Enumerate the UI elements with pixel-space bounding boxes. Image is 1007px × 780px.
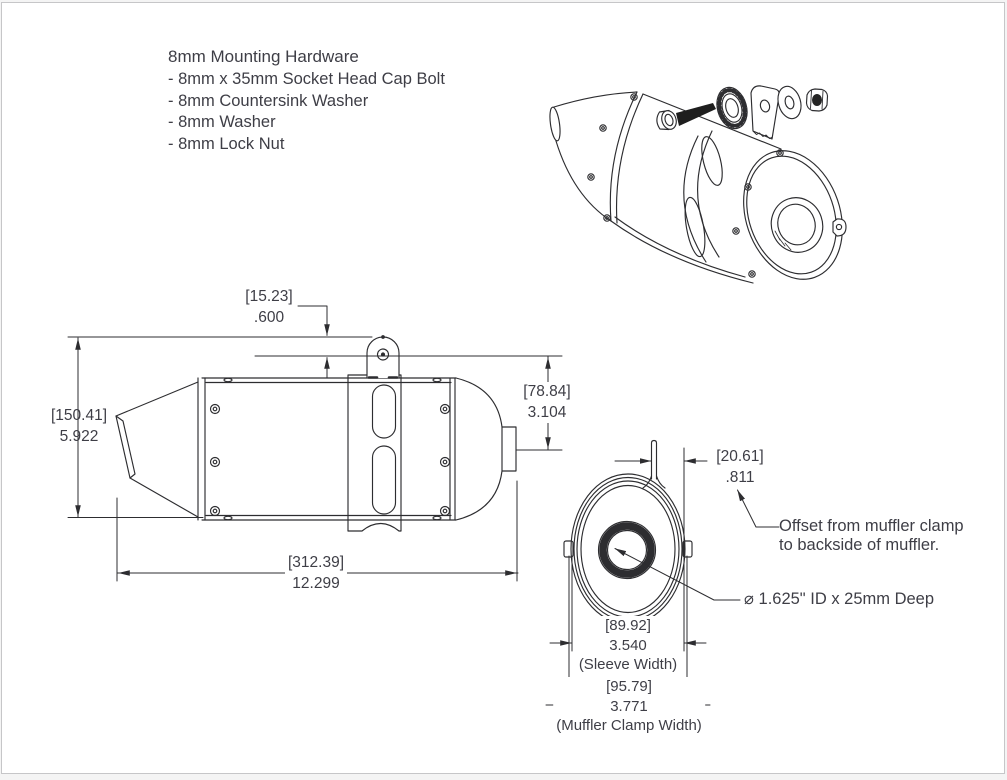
dim-inch: .811	[725, 468, 755, 486]
offset-note-leader	[737, 489, 780, 528]
hardware-list-title: 8mm Mounting Hardware	[168, 47, 359, 66]
iso-outlet	[770, 197, 824, 253]
id-note: ⌀ 1.625" ID x 25mm Deep	[744, 590, 935, 608]
id-note-leader	[614, 548, 741, 601]
dim-metric: [89.92]	[605, 617, 651, 634]
dim-inch: .600	[253, 308, 285, 326]
dim-inch: 3.540	[609, 636, 647, 654]
side-cone	[115, 381, 199, 518]
side-rivets	[209, 403, 451, 517]
iso-washer	[777, 85, 802, 120]
iso-rivets	[587, 93, 784, 278]
side-clamp	[347, 335, 402, 532]
side-bracket-hole	[376, 348, 390, 361]
dim-label: (Muffler Clamp Width)	[556, 717, 702, 734]
dim-bracket-offset: [15.23] .600	[245, 287, 292, 328]
isometric-muffler-view	[549, 85, 847, 284]
dim-clamp-width: [95.79] 3.771 (Muffler Clamp Width)	[553, 677, 705, 736]
dim-metric: [95.79]	[606, 678, 652, 695]
dim-inch: 3.104	[527, 403, 567, 421]
dim-inch: 5.922	[59, 427, 99, 445]
dim-metric: [312.39]	[287, 554, 345, 571]
side-outlet	[501, 426, 517, 472]
dim-metric: [20.61]	[716, 448, 764, 465]
dim-metric: [78.84]	[523, 383, 571, 400]
dim-sleeve-width: [89.92] 3.540 (Sleeve Width)	[575, 616, 681, 675]
iso-bolt	[656, 103, 716, 131]
end-bracket-tab	[650, 439, 658, 480]
dim-overall-length: [312.39] 12.299	[284, 553, 348, 594]
hardware-list-item: - 8mm Lock Nut	[168, 134, 285, 153]
side-body	[201, 377, 457, 521]
iso-clamp-band	[683, 135, 707, 263]
offset-note: Offset from muffler clamp to backside of…	[779, 517, 964, 554]
dim-bracket-offset-lines	[297, 305, 330, 379]
dim-overall-height: [150.41] 5.922	[51, 406, 107, 447]
iso-cone	[553, 91, 638, 108]
dim-metric: [15.23]	[245, 288, 293, 305]
end-outlet-ring	[599, 522, 655, 578]
iso-countersink-washer	[716, 86, 748, 130]
dim-label: (Sleeve Width)	[578, 656, 678, 673]
hardware-list-item: - 8mm x 35mm Socket Head Cap Bolt	[168, 70, 445, 88]
dim-clamp-offset: [20.61] .811	[716, 447, 763, 488]
hardware-list-item: - 8mm Countersink Washer	[168, 91, 369, 110]
side-end-cap	[455, 377, 503, 521]
iso-body	[642, 93, 782, 150]
side-view-muffler	[115, 335, 517, 532]
end-clamp-ring	[570, 473, 686, 625]
iso-end-cap	[743, 150, 843, 280]
end-sleeve-ring	[580, 484, 676, 614]
dim-metric: [150.41]	[50, 407, 108, 424]
dim-inch: 3.771	[610, 697, 648, 715]
dim-inch: 12.299	[292, 574, 340, 592]
dim-outlet-offset: [78.84] 3.104	[520, 382, 574, 423]
iso-inlet-tip	[549, 106, 561, 142]
hardware-list-item: - 8mm Washer	[168, 113, 276, 131]
iso-lock-nut	[805, 88, 829, 112]
end-view-muffler	[563, 439, 693, 625]
